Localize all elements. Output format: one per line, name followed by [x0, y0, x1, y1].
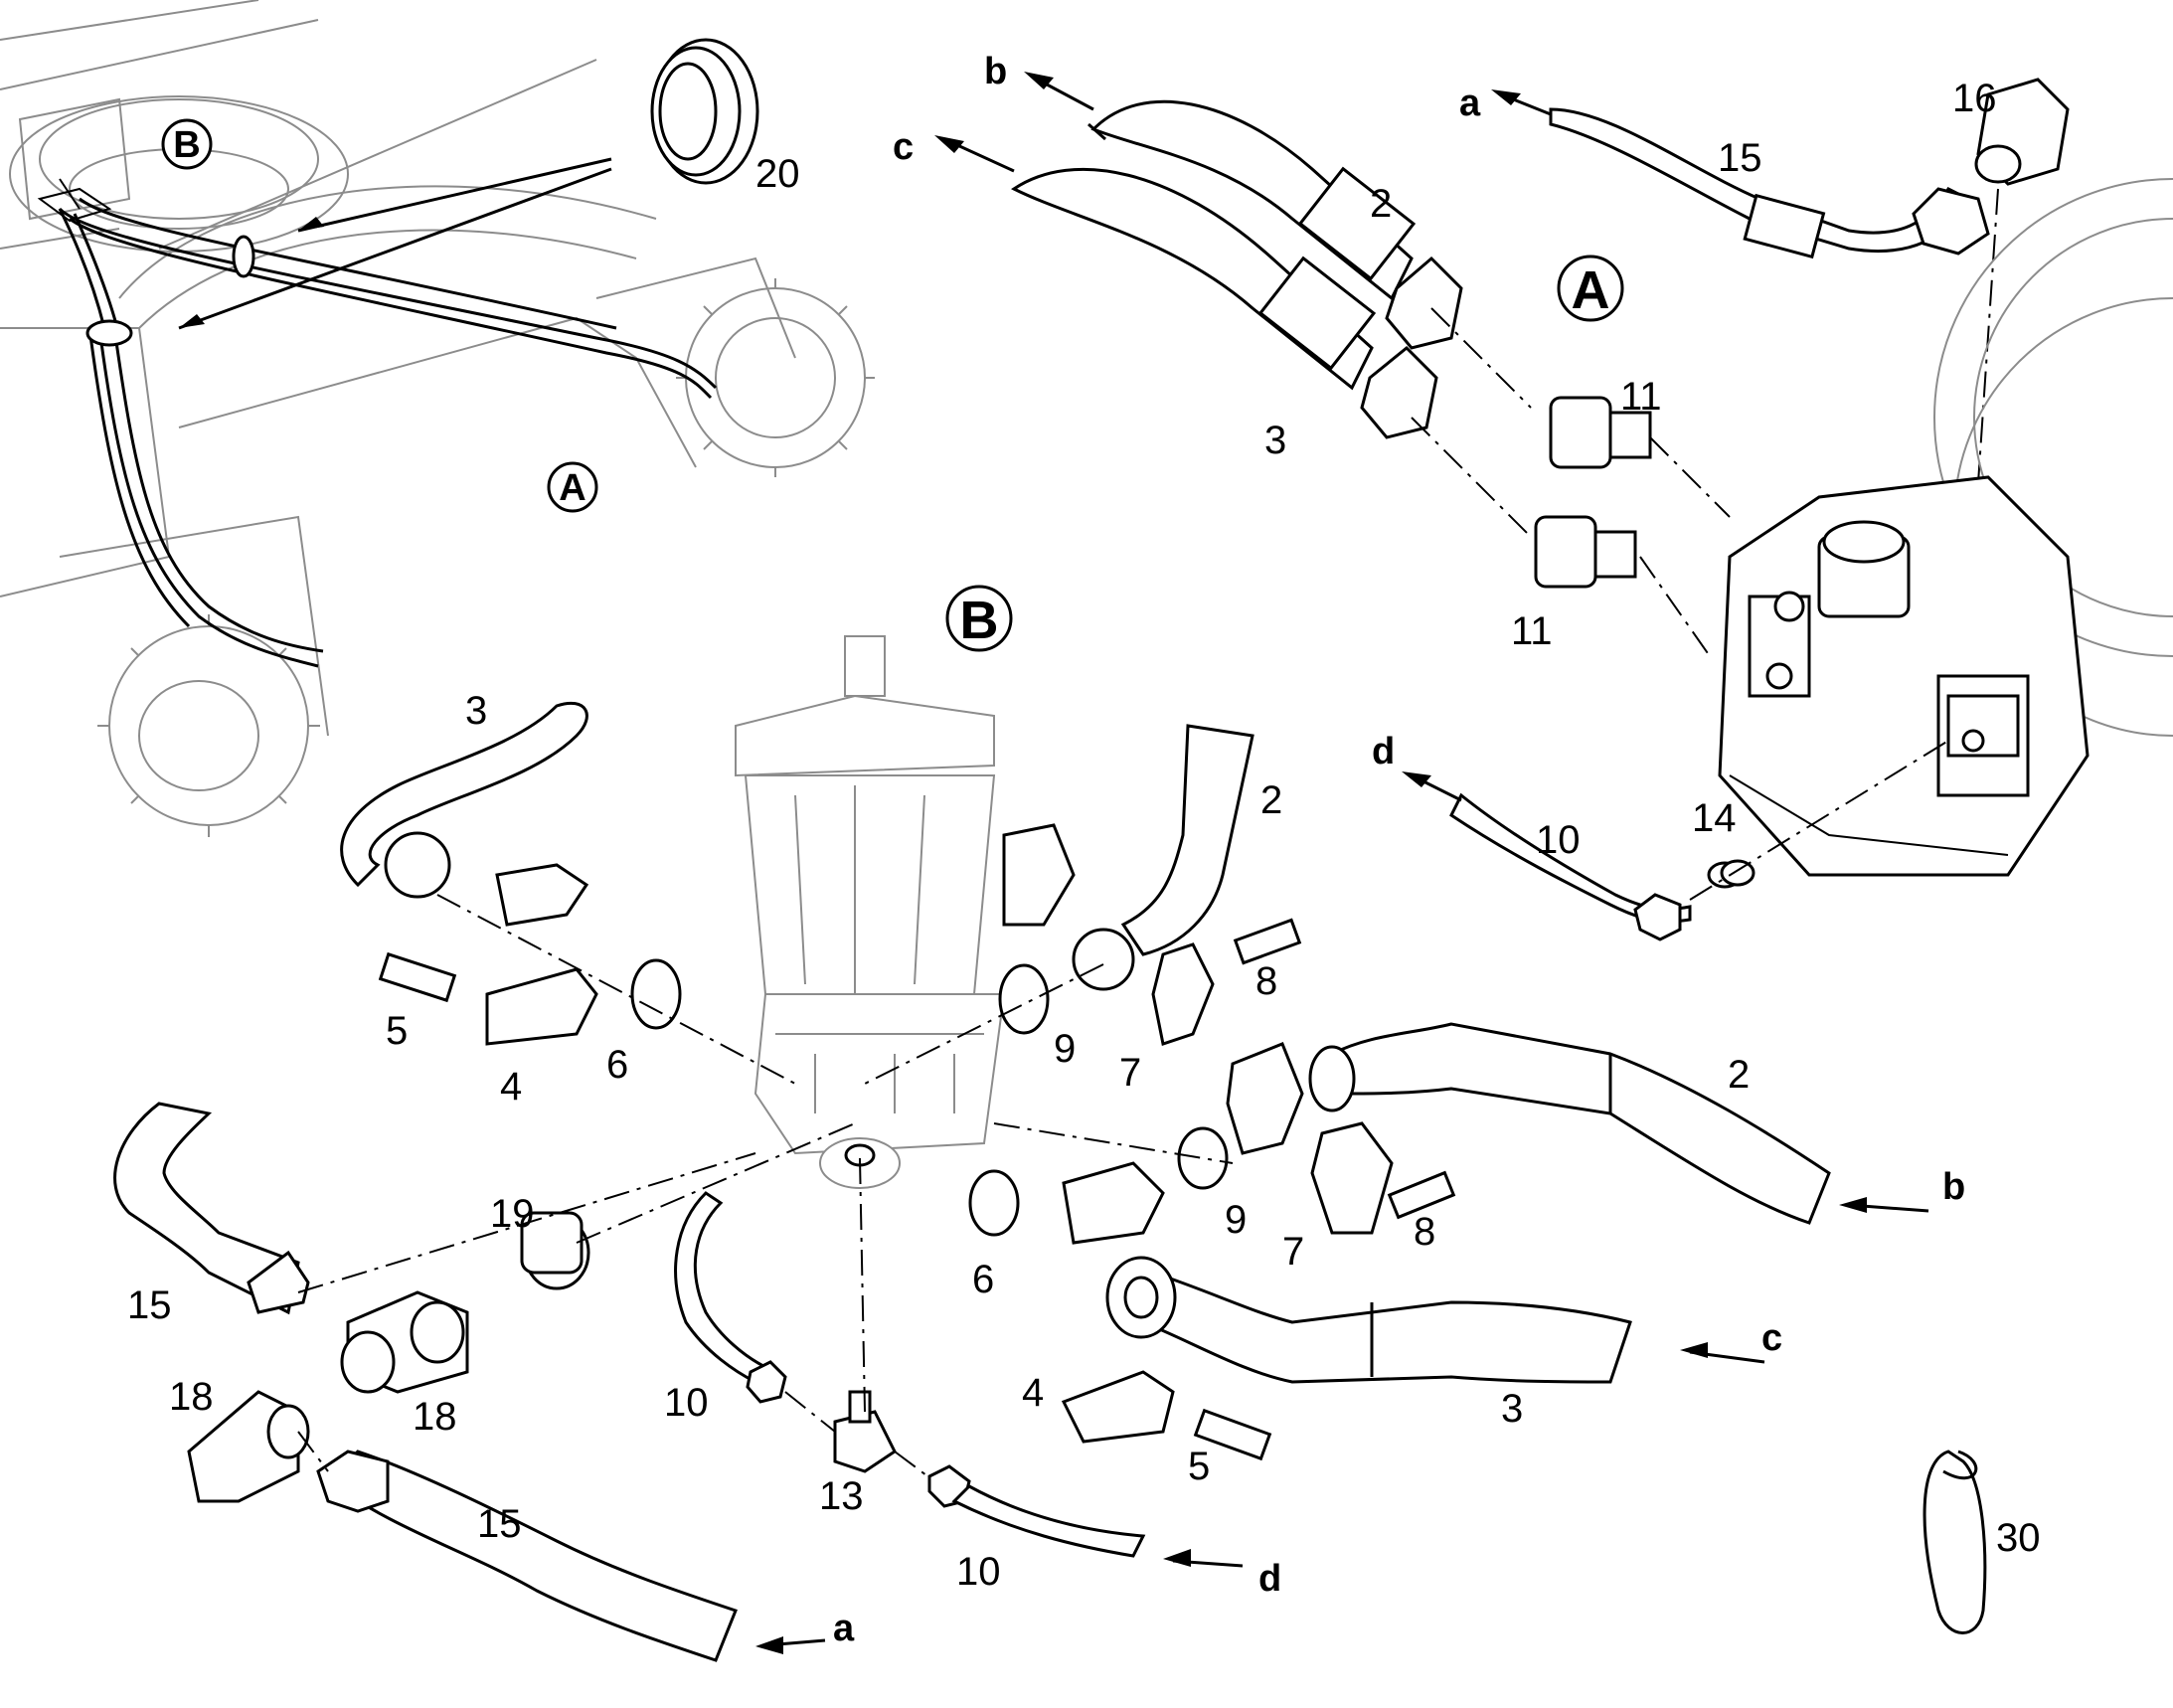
callout-11-b: 11 — [1511, 609, 1553, 653]
callout-8-lower: 8 — [1414, 1210, 1435, 1254]
callout-8-upper: 8 — [1255, 959, 1277, 1003]
callout-30: 30 — [1996, 1516, 2041, 1560]
callout-7-lower: 7 — [1282, 1230, 1304, 1274]
callout-14: 14 — [1692, 796, 1737, 840]
callout-9-upper: 9 — [1054, 1027, 1076, 1071]
connection-a-top: a — [1459, 83, 1481, 124]
part-11-fittings — [1536, 398, 1650, 587]
part-30-clip — [1924, 1452, 1985, 1633]
callout-15-top: 15 — [1718, 136, 1762, 180]
callout-4-lower: 4 — [1022, 1371, 1044, 1415]
flange-set-lower — [1064, 1372, 1269, 1458]
callout-10-bottom: 10 — [956, 1550, 1001, 1594]
hose-15-top — [1551, 109, 1988, 256]
view-a-label: A — [1572, 260, 1610, 320]
callout-6-left: 6 — [606, 1043, 628, 1087]
callout-2-lower: 2 — [1728, 1053, 1750, 1097]
callout-19: 19 — [490, 1192, 535, 1236]
callout-3-top: 3 — [1264, 419, 1286, 462]
connection-c-right: c — [1761, 1317, 1782, 1359]
callout-5-left: 5 — [386, 1009, 408, 1053]
callout-18-right: 18 — [413, 1395, 457, 1439]
view-b-label: B — [960, 591, 999, 650]
view-a-callout: A — [559, 467, 585, 509]
hose-15-bottom — [189, 1392, 736, 1660]
callout-20: 20 — [755, 152, 800, 196]
callout-15-bottom: 15 — [477, 1502, 522, 1546]
callout-2-top: 2 — [1370, 182, 1392, 226]
callout-3-b: 3 — [465, 689, 487, 733]
callout-15-left: 15 — [127, 1283, 172, 1327]
callout-5-lower: 5 — [1188, 1445, 1210, 1488]
part-20-grommet — [179, 40, 757, 328]
callout-7-upper: 7 — [1119, 1051, 1141, 1095]
hose-2-upper-center — [1074, 726, 1253, 989]
connection-b-top: b — [984, 51, 1007, 92]
callout-6-lower: 6 — [972, 1258, 994, 1301]
connection-c-top: c — [893, 126, 914, 168]
callout-10-mid: 10 — [664, 1381, 709, 1425]
callout-18-left: 18 — [169, 1375, 214, 1419]
connection-d-right: d — [1372, 731, 1395, 772]
connection-a-bottom: a — [833, 1608, 855, 1649]
connection-d-bottom: d — [1258, 1558, 1281, 1600]
callout-16: 16 — [1952, 77, 1997, 120]
connection-b-right: b — [1942, 1166, 1965, 1208]
callout-9-lower: 9 — [1225, 1198, 1247, 1242]
callout-2-b: 2 — [1260, 778, 1282, 822]
hose-2-lower-right — [1310, 1024, 1829, 1223]
callout-10-right: 10 — [1536, 818, 1581, 862]
callout-13: 13 — [819, 1474, 864, 1518]
view-b-callout: B — [173, 124, 200, 166]
drive-motor — [1720, 179, 2173, 875]
callout-3-lower: 3 — [1501, 1387, 1523, 1431]
callout-4-left: 4 — [500, 1065, 522, 1109]
hose-15-left — [115, 1104, 588, 1392]
callout-11-a: 11 — [1620, 375, 1662, 419]
central-swivel — [736, 636, 1004, 1188]
